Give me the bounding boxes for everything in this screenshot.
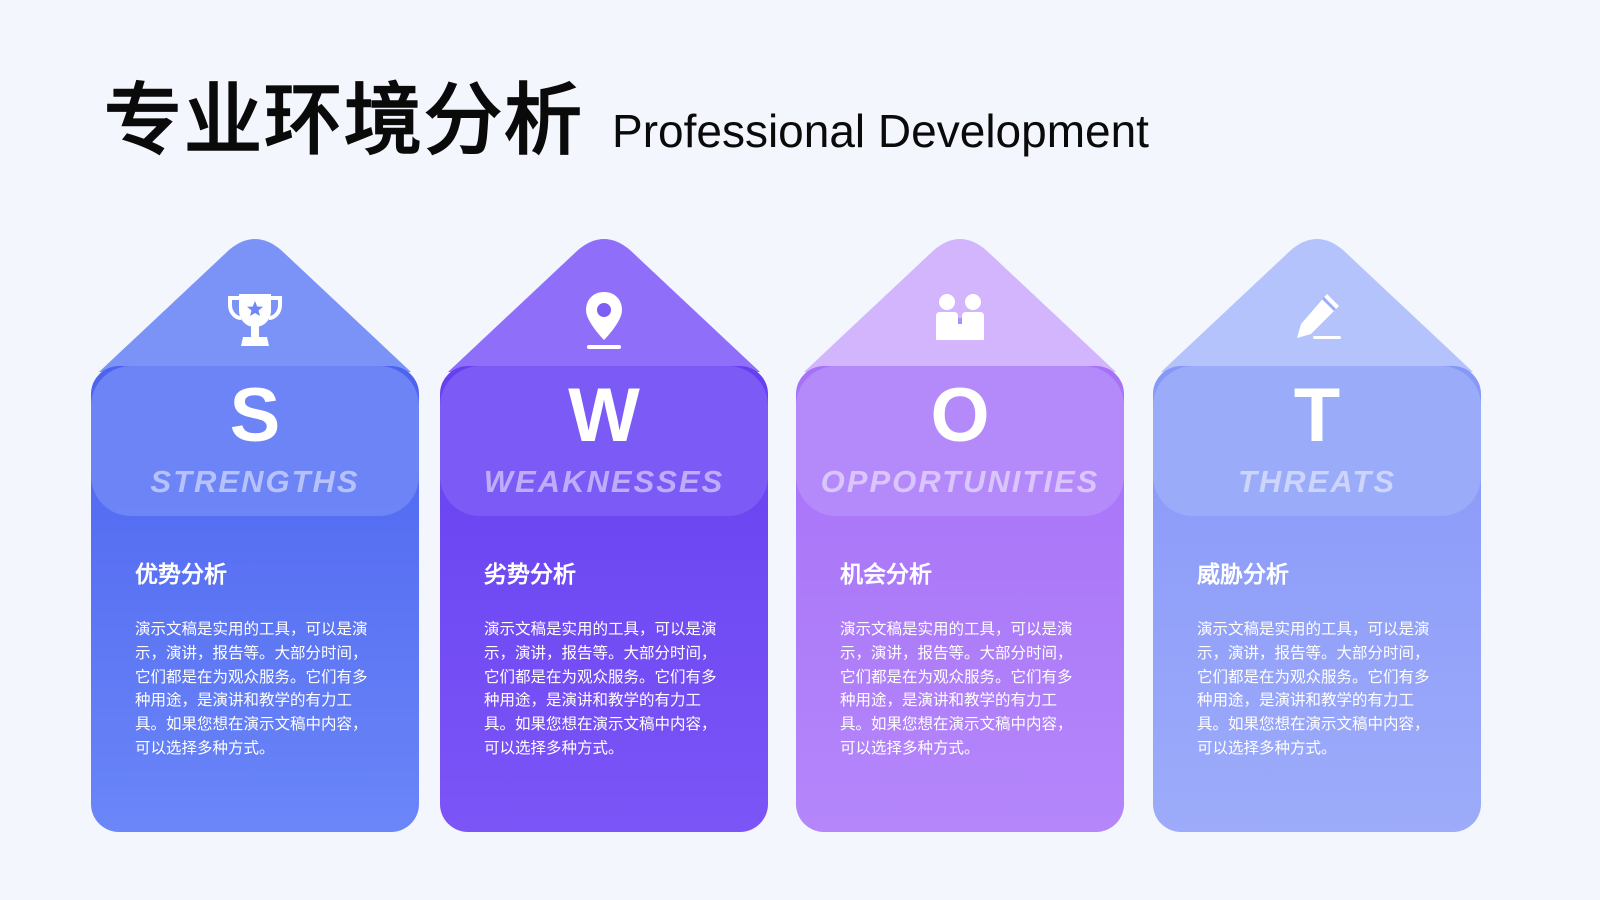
card-description: 演示文稿是实用的工具，可以是演示，演讲，报告等。大部分时间，它们都是在为观众服务…: [1197, 620, 1430, 757]
card-description: 演示文稿是实用的工具，可以是演示，演讲，报告等。大部分时间，它们都是在为观众服务…: [135, 620, 368, 757]
swot-card-strengths: S STRENGTHS 优势分析 演示文稿是实用的工具，可以是演示，演讲，报告等…: [91, 238, 419, 832]
swot-word: OPPORTUNITIES: [820, 464, 1100, 499]
card-description: 演示文稿是实用的工具，可以是演示，演讲，报告等。大部分时间，它们都是在为观众服务…: [840, 620, 1073, 757]
swot-letter: W: [568, 373, 640, 458]
swot-card-opportunities: O OPPORTUNITIES 机会分析 演示文稿是实用的工具，可以是演示，演讲…: [796, 238, 1124, 832]
location-pin-icon: [574, 288, 634, 352]
swot-letter: O: [930, 373, 990, 458]
swot-letter: S: [229, 373, 281, 458]
swot-card-weaknesses: W WEAKNESSES 劣势分析 演示文稿是实用的工具，可以是演示，演讲，报告…: [440, 238, 768, 832]
page-header: 专业环境分析 Professional Development: [104, 82, 1149, 160]
page-subtitle: Professional Development: [612, 105, 1149, 157]
swot-word: WEAKNESSES: [483, 464, 725, 499]
card-subtitle: 优势分析: [135, 562, 227, 588]
card-description: 演示文稿是实用的工具，可以是演示，演讲，报告等。大部分时间，它们都是在为观众服务…: [484, 620, 717, 757]
swot-word: STRENGTHS: [150, 464, 360, 499]
trophy-icon: [225, 288, 285, 352]
card-shape: [1153, 239, 1481, 832]
swot-word: THREATS: [1237, 464, 1397, 499]
card-shape: [91, 239, 419, 832]
swot-letter: T: [1293, 373, 1341, 458]
card-subtitle: 劣势分析: [484, 562, 576, 588]
pencil-icon: [1287, 288, 1347, 352]
card-shape: [440, 239, 768, 832]
swot-card-threats: T THREATS 威胁分析 演示文稿是实用的工具，可以是演示，演讲，报告等。大…: [1153, 238, 1481, 832]
card-subtitle: 机会分析: [840, 562, 932, 588]
page-title: 专业环境分析: [104, 76, 585, 166]
card-subtitle: 威胁分析: [1197, 562, 1289, 588]
people-icon: [930, 288, 990, 352]
card-shape: [796, 239, 1124, 832]
